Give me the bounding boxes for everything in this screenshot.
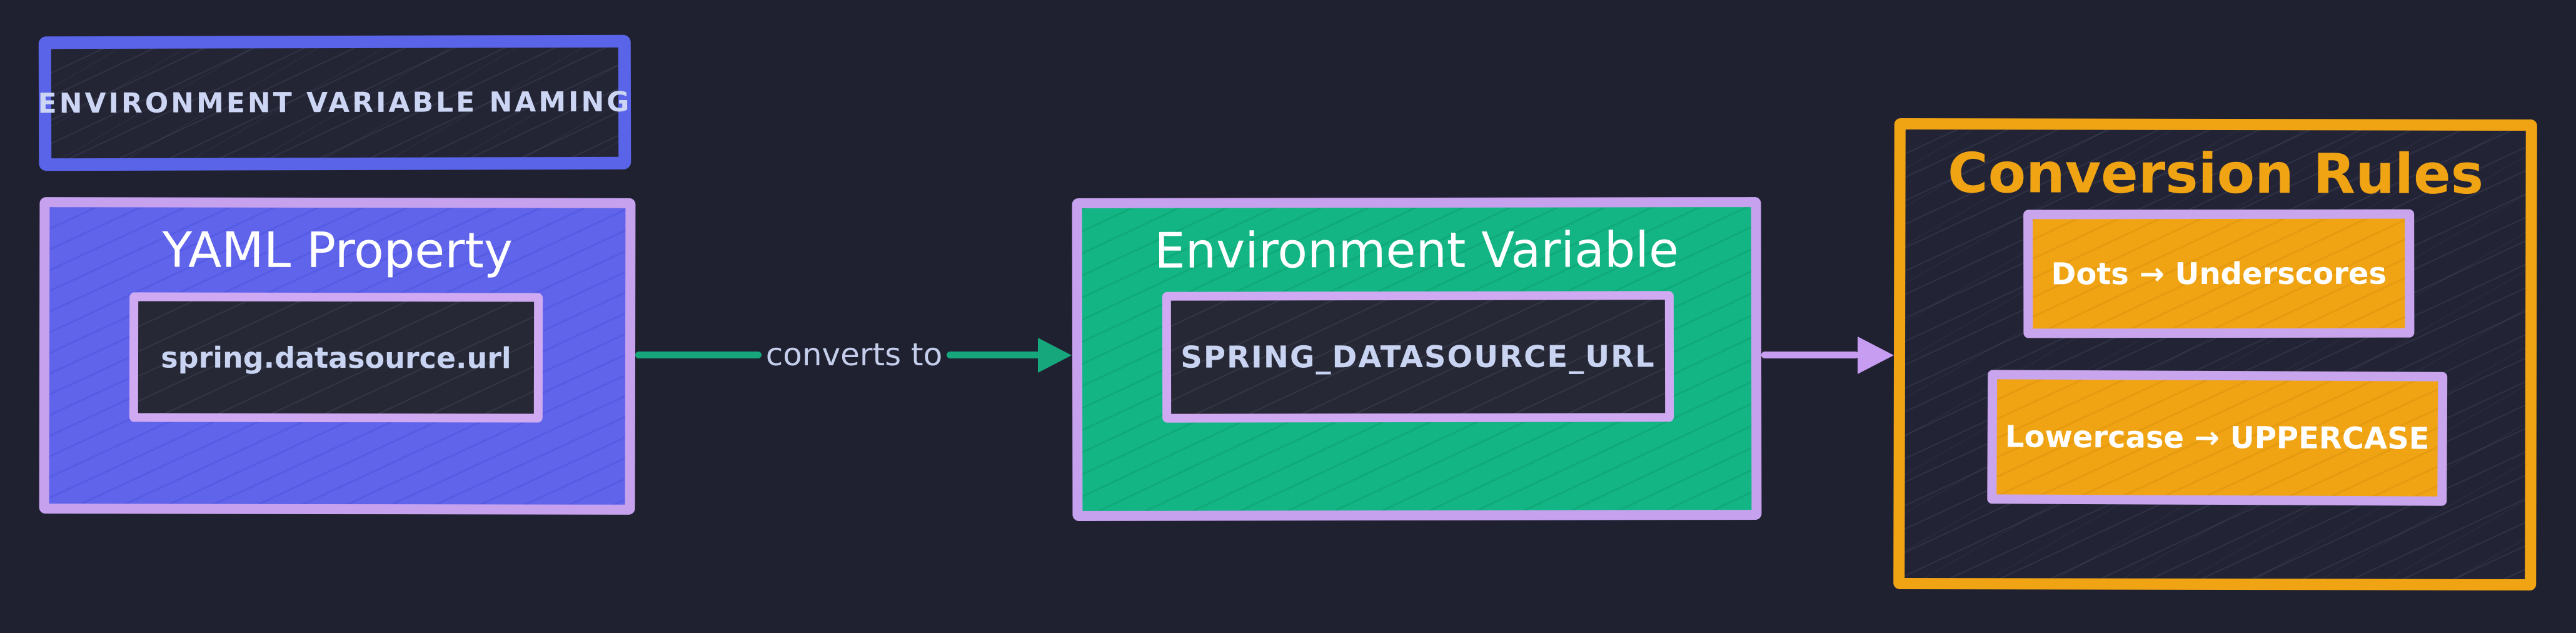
- diagram-title: ENVIRONMENT VARIABLE NAMING: [38, 86, 632, 120]
- rule-dots-to-underscores: Dots → Underscores: [2023, 209, 2415, 338]
- convert-arrow-line-left: [635, 352, 762, 358]
- rule-label: Lowercase → UPPERCASE: [2005, 419, 2430, 457]
- env-variable-value: SPRING_DATASOURCE_URL: [1180, 338, 1656, 375]
- yaml-property-value: spring.datasource.url: [161, 340, 511, 375]
- rule-lowercase-to-uppercase: Lowercase → UPPERCASE: [1987, 370, 2448, 506]
- header-title-box: ENVIRONMENT VARIABLE NAMING: [38, 34, 632, 171]
- rule-label: Dots → Underscores: [2051, 256, 2387, 291]
- convert-arrow-line-right: [947, 352, 1040, 358]
- yaml-node-title: YAML Property: [162, 222, 513, 280]
- rules-arrow-line: [1761, 352, 1859, 358]
- env-node-title: Environment Variable: [1154, 222, 1679, 280]
- convert-arrowhead-icon: [1038, 338, 1072, 373]
- conversion-rules-title: Conversion Rules: [1947, 141, 2484, 206]
- yaml-property-node: YAML Property spring.datasource.url: [39, 197, 636, 515]
- convert-arrow-label: converts to: [765, 337, 943, 373]
- yaml-code-box: spring.datasource.url: [129, 292, 543, 423]
- environment-variable-node: Environment Variable SPRING_DATASOURCE_U…: [1072, 197, 1762, 521]
- rules-arrowhead-icon: [1858, 337, 1894, 374]
- env-code-box: SPRING_DATASOURCE_URL: [1162, 291, 1674, 423]
- conversion-rules-node: Conversion Rules Dots → Underscores Lowe…: [1893, 118, 2537, 591]
